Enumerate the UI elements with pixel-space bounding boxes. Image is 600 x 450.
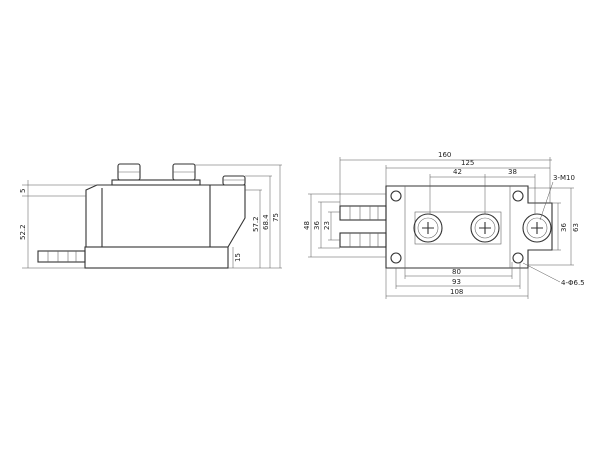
dim-5: 5 [19,189,27,193]
dim-52-2: 52.2 [19,224,27,240]
module-body [85,184,246,248]
dim-48: 48 [303,221,311,230]
hose-barb [37,250,86,263]
dim-63: 63 [572,223,580,232]
dim-68-4: 68.4 [262,214,270,230]
hose-barbs [339,205,387,248]
dim-75: 75 [272,213,280,222]
dim-108: 108 [450,288,463,296]
terminal-screws [413,213,552,243]
terminal-block [414,211,502,245]
dim-80: 80 [452,268,461,276]
dim-42: 42 [453,168,462,176]
terminal-nuts [117,163,246,186]
dim-125: 125 [461,159,474,167]
dim-57-2: 57.2 [252,216,260,232]
dim-160: 160 [438,151,451,159]
dim-15: 15 [234,253,242,262]
dim-38: 38 [508,168,517,176]
busbar [111,179,201,186]
dim-36-right: 36 [560,223,568,232]
dim-93: 93 [452,278,461,286]
callout-4-holes: 4-Φ6.5 [561,279,585,287]
dim-23: 23 [323,221,331,230]
base-plate [84,246,229,269]
dim-36-left: 36 [313,221,321,230]
top-view: 160 125 42 38 80 93 108 48 36 23 36 63 3… [303,151,585,299]
side-view: 5 52.2 15 57.2 68.4 75 [19,163,282,269]
mounting-holes [390,190,524,264]
callout-3-m10: 3-M10 [553,174,575,182]
